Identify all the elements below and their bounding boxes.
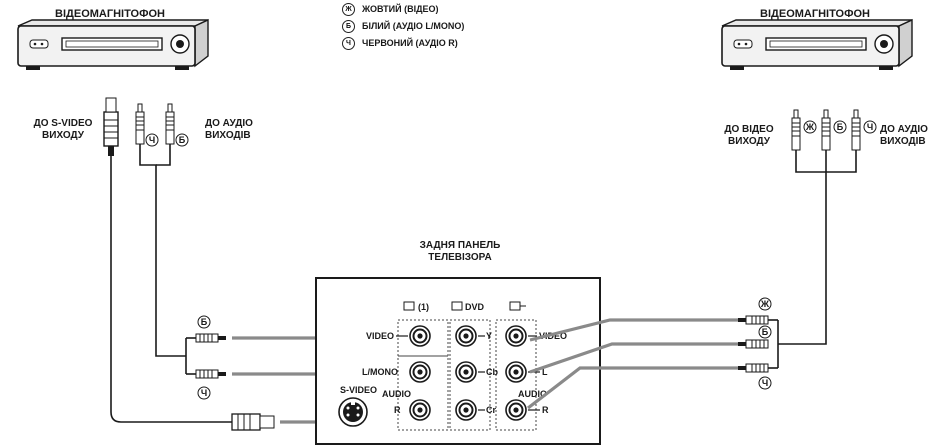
- svideo-jack: [338, 397, 368, 427]
- code-letter: Б: [179, 135, 186, 145]
- svideo-cable: [110, 156, 232, 423]
- r-2-jack: [505, 399, 527, 421]
- cb-label: Cb: [486, 367, 498, 377]
- y-label: Y: [486, 331, 492, 341]
- lmono-label: L/MONO: [362, 367, 398, 377]
- right-vcr-title: ВІДЕОМАГНІТОФОН: [760, 8, 870, 20]
- right-video-plug-h: [737, 315, 769, 325]
- code-letter: Ч: [201, 388, 207, 398]
- right-video-output-label: ДО ВІДЕО ВИХОДУ: [724, 124, 774, 147]
- tv-rear-panel: (1) DVD VIDEO VIDEO: [315, 277, 601, 445]
- l-2-label: L: [542, 367, 548, 377]
- left-audio-output-label: ДО АУДІО ВИХОДІВ: [205, 118, 253, 141]
- cr-jack: [455, 399, 477, 421]
- svideo-label: S-VIDEO: [340, 385, 377, 395]
- right-white-code-badge: Б: [833, 120, 847, 134]
- audio-1-label: AUDIO: [382, 389, 411, 399]
- legend-text: ЧЕРВОНИЙ (АУДІО R): [362, 38, 458, 48]
- right-red-plug-h: [737, 363, 769, 373]
- input-1-icon: [403, 301, 415, 311]
- right-yellow-code-badge-2: Ж: [758, 297, 772, 311]
- r-1-jack: [409, 399, 431, 421]
- left-audio-cable-trunk: [139, 144, 186, 357]
- audio-2-label: AUDIO: [518, 389, 547, 399]
- right-video-plug-yellow: [791, 109, 801, 151]
- legend-item-yellow: Ж ЖОВТИЙ (ВІДЕО): [342, 2, 439, 16]
- video-2-label: VIDEO: [539, 331, 567, 341]
- input-1-label: (1): [418, 302, 429, 312]
- left-lmono-plug: [195, 333, 227, 343]
- left-audio-plug-white: [165, 103, 175, 145]
- r-1-label: R: [394, 405, 401, 415]
- code-letter: Ч: [867, 122, 873, 132]
- left-red-code-badge: Ч: [145, 133, 159, 147]
- right-white-plug-h: [737, 339, 769, 349]
- left-white-code-badge: Б: [175, 133, 189, 147]
- video-1-label: VIDEO: [366, 331, 394, 341]
- video-1-jack: [409, 325, 431, 347]
- input-dvd-icon: [451, 301, 463, 311]
- code-letter: Ч: [762, 378, 768, 388]
- r-2-label: R: [542, 405, 549, 415]
- legend-text: ЖОВТИЙ (ВІДЕО): [362, 4, 439, 14]
- legend-item-white: Б БІЛИЙ (АУДІО L/MONO): [342, 19, 464, 33]
- legend-code: Б: [342, 19, 355, 33]
- right-cables: [768, 150, 857, 369]
- legend-item-red: Ч ЧЕРВОНИЙ (АУДІО R): [342, 36, 458, 50]
- left-vcr-title: ВІДЕОМАГНІТОФОН: [55, 8, 165, 20]
- l-2-jack: [505, 361, 527, 383]
- cb-jack: [455, 361, 477, 383]
- left-svideo-plug: [103, 97, 119, 156]
- left-white-code-badge-2: Б: [197, 315, 211, 329]
- code-letter: Ч: [149, 135, 155, 145]
- legend-code: Ж: [342, 2, 355, 16]
- svideo-plug-h: [231, 413, 275, 431]
- code-letter: Ж: [760, 299, 770, 309]
- right-yellow-code-badge: Ж: [803, 120, 817, 134]
- video-2-jack: [505, 325, 527, 347]
- code-letter: Б: [837, 122, 844, 132]
- left-cables: [110, 144, 232, 423]
- right-audio-output-label: ДО АУДІО ВИХОДІВ: [880, 124, 928, 147]
- legend-text: БІЛИЙ (АУДІО L/MONO): [362, 21, 465, 31]
- right-red-code-badge: Ч: [863, 120, 877, 134]
- left-audio-plug-red: [135, 103, 145, 145]
- left-red-code-badge-2: Ч: [197, 386, 211, 400]
- y-jack: [455, 325, 477, 347]
- right-cable-trunk: [778, 150, 827, 345]
- cr-label: Cr: [486, 405, 496, 415]
- code-letter: Б: [762, 327, 769, 337]
- code-letter: Б: [201, 317, 208, 327]
- code-letter: Ж: [805, 122, 815, 132]
- right-red-code-badge-2: Ч: [758, 376, 772, 390]
- legend-code: Ч: [342, 36, 355, 50]
- tv-panel-title: ЗАДНЯ ПАНЕЛЬ ТЕЛЕВІЗОРА: [419, 240, 501, 263]
- input-2-icon: [509, 301, 521, 311]
- right-white-code-badge-2: Б: [758, 325, 772, 339]
- left-svideo-output-label: ДО S-VIDEO ВИХОДУ: [33, 118, 93, 141]
- left-audio-cable-white-branch: [156, 144, 171, 166]
- right-signal-lines: [527, 318, 738, 410]
- right-vcr-device: [721, 18, 913, 70]
- input-dvd-label: DVD: [465, 302, 485, 312]
- right-audio-plug-red: [851, 109, 861, 151]
- left-vcr-device: [17, 18, 209, 70]
- left-r-plug: [195, 369, 227, 379]
- right-audio-plug-white: [821, 109, 831, 151]
- lmono-1-jack: [409, 361, 431, 383]
